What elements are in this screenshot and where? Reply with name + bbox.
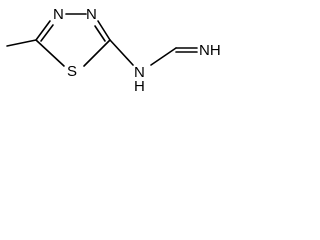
atom-label-imine-nh: NH (199, 42, 221, 59)
bond-n3-c2-inner (94, 25, 106, 42)
chemical-structure-diagram: N N S N H NH (6, 6, 221, 95)
atom-label-nh-link: N (134, 64, 145, 81)
bond-c2-nh (109, 39, 134, 66)
bond-s1-c5 (35, 39, 65, 67)
bond-c2-s1 (83, 39, 111, 67)
bond-c5-n4-inner (40, 24, 54, 42)
bond-c5-n4 (35, 20, 51, 41)
bond-nh-ch (150, 47, 177, 66)
atom-label-s1: S (67, 63, 77, 80)
bond-methyl-c5 (6, 39, 37, 47)
atom-label-n4: N (53, 6, 64, 23)
atom-label-nh-link-h: H (134, 78, 145, 95)
bond-n3-c2 (97, 20, 111, 41)
atom-label-n3: N (86, 6, 97, 23)
